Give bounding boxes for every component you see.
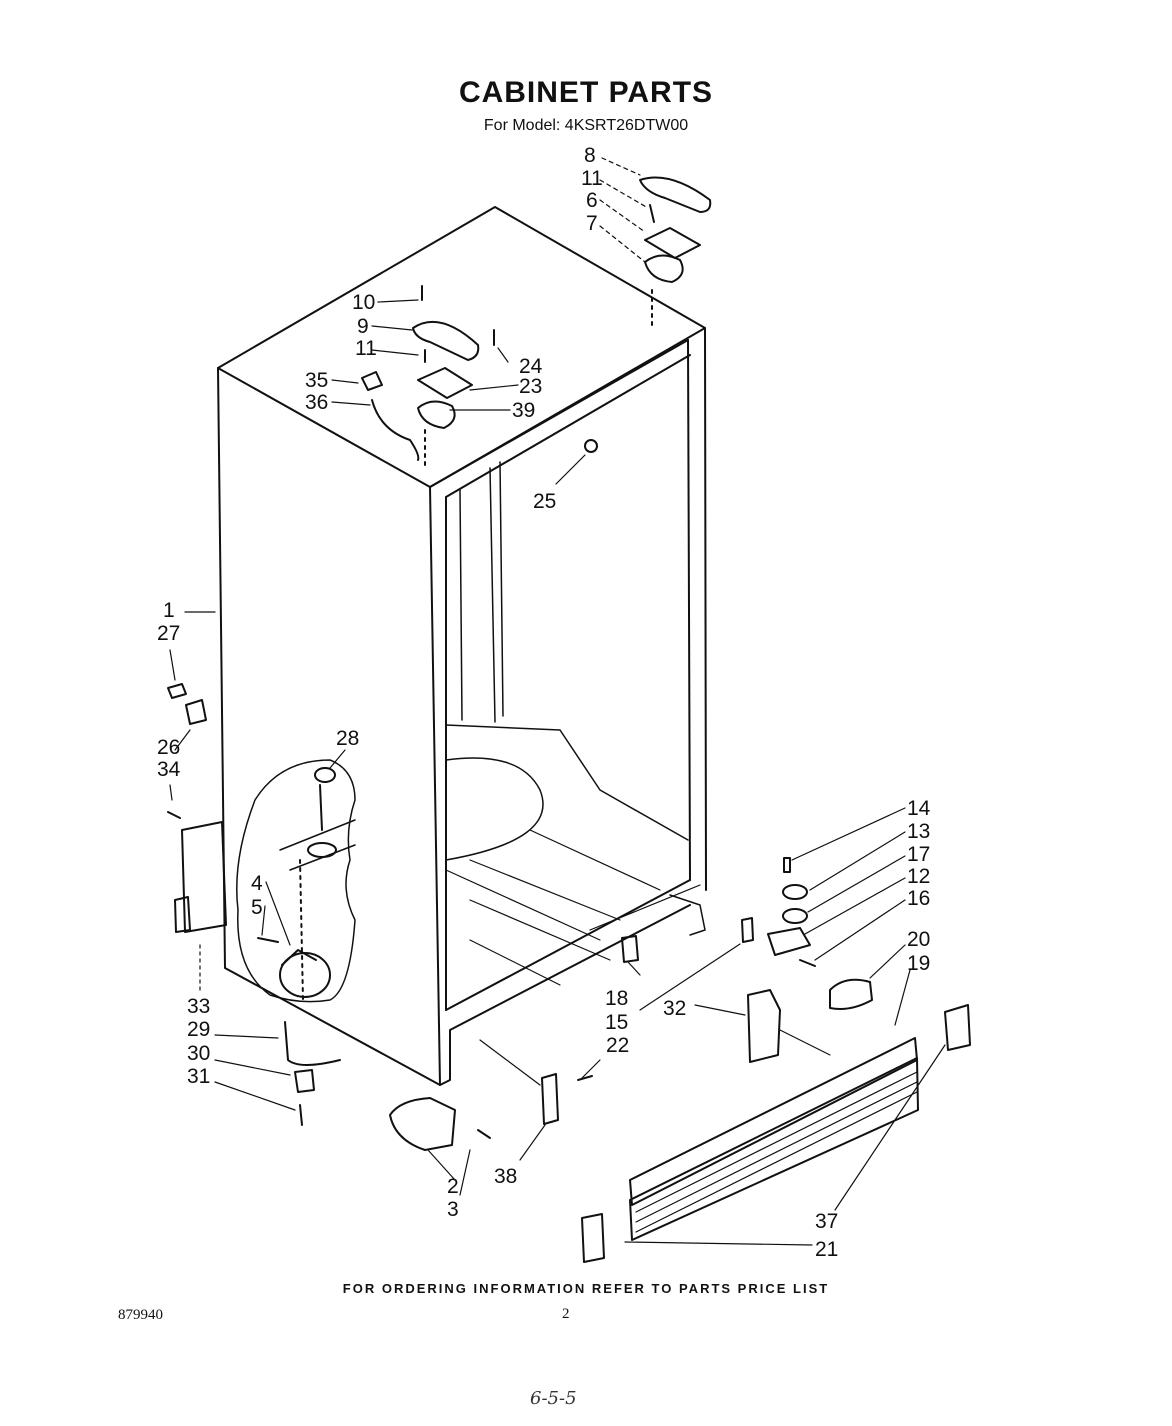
callout-11b: 11 [355, 337, 377, 360]
top-hinge-right [639, 176, 712, 331]
bracket-38 [541, 1073, 593, 1125]
callout-27: 27 [157, 622, 180, 645]
callout-15: 15 [605, 1011, 628, 1034]
roller-2 [389, 1097, 491, 1151]
callout-8: 8 [584, 144, 596, 167]
callout-5: 5 [251, 896, 263, 919]
motor-4 [257, 859, 331, 1001]
grommet-28 [307, 767, 337, 858]
left-bracket-parts [167, 683, 227, 933]
toe-grille [581, 1004, 971, 1263]
callout-12: 12 [907, 865, 930, 888]
callout-29: 29 [187, 1018, 210, 1041]
callout-6: 6 [586, 189, 598, 212]
callout-38: 38 [494, 1165, 517, 1188]
callout-3: 3 [447, 1198, 459, 1221]
clip-18 [621, 935, 639, 963]
cabinet-body [217, 206, 707, 1086]
callout-19: 19 [907, 952, 930, 975]
callout-9: 9 [357, 315, 369, 338]
tube-29 [284, 1021, 341, 1126]
cap-20 [829, 978, 873, 1010]
callout-32: 32 [663, 997, 686, 1020]
callout-23: 23 [519, 375, 542, 398]
callout-2: 2 [447, 1175, 459, 1198]
page-number: 2 [562, 1306, 570, 1322]
bottom-hinge [767, 857, 816, 967]
callout-18: 18 [605, 987, 628, 1010]
callout-7: 7 [586, 212, 598, 235]
plug-25 [584, 439, 598, 453]
callout-25: 25 [533, 490, 556, 513]
top-hinge-center [412, 285, 495, 471]
callout-labels: 8 11 6 7 10 9 11 24 23 39 35 36 25 1 27 … [157, 144, 931, 1261]
callout-34: 34 [157, 758, 181, 781]
ordering-info-footer: FOR ORDERING INFORMATION REFER TO PARTS … [342, 1281, 830, 1296]
callout-36: 36 [305, 391, 328, 414]
callout-39: 39 [512, 399, 535, 422]
callout-21: 21 [815, 1238, 838, 1261]
callout-13: 13 [907, 820, 930, 843]
callout-26: 26 [157, 736, 180, 759]
handwritten-note: 6-5-5 [530, 1388, 577, 1409]
callout-24: 24 [519, 355, 543, 378]
page-title: CABINET PARTS [458, 76, 714, 109]
callout-14: 14 [907, 797, 931, 820]
callout-4: 4 [251, 872, 263, 895]
wire-harness [361, 371, 420, 461]
callout-35: 35 [305, 369, 328, 392]
callout-20: 20 [907, 928, 930, 951]
callout-33: 33 [187, 995, 210, 1018]
callout-31: 31 [187, 1065, 210, 1088]
callout-1: 1 [163, 599, 175, 622]
callout-28: 28 [336, 727, 359, 750]
callout-30: 30 [187, 1042, 210, 1065]
model-subtitle: For Model: 4KSRT26DTW00 [483, 117, 689, 134]
block-32 [747, 989, 781, 1063]
callout-22: 22 [606, 1034, 629, 1057]
callout-10: 10 [352, 291, 375, 314]
callout-37: 37 [815, 1210, 838, 1233]
leader-lines [169, 157, 946, 1246]
document-number: 879940 [118, 1307, 163, 1323]
callout-16: 16 [907, 887, 930, 910]
callout-11: 11 [581, 167, 603, 190]
clip-15 [741, 917, 754, 943]
callout-17: 17 [907, 843, 930, 866]
